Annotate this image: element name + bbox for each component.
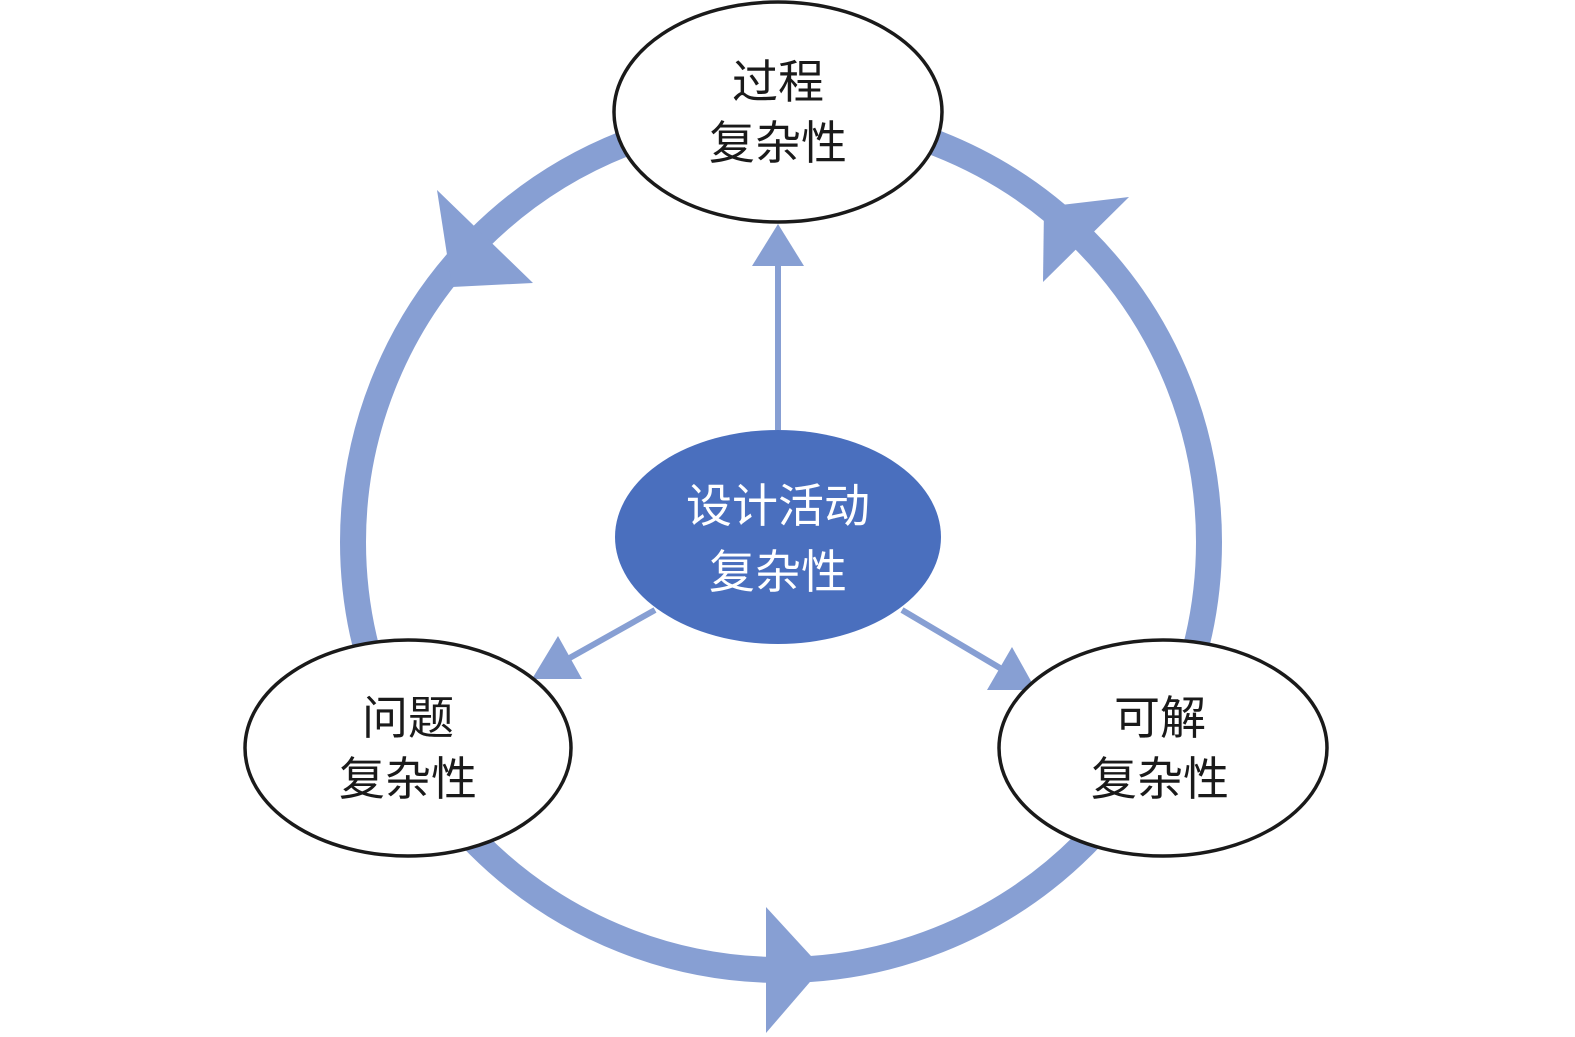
radial-arrow-to-solution-shaft <box>900 607 1002 671</box>
node-solution: 可解 复杂性 <box>997 638 1329 858</box>
cycle-arrowhead-process-to-problem <box>437 190 533 287</box>
node-design-activity-label-line2: 复杂性 <box>709 545 847 599</box>
node-process-label-line2: 复杂性 <box>709 116 847 170</box>
node-problem: 问题 复杂性 <box>243 638 573 858</box>
radial-arrowhead-to-problem <box>532 636 582 679</box>
node-process: 过程 复杂性 <box>612 0 944 224</box>
node-problem-label-line2: 复杂性 <box>339 752 477 806</box>
radial-arrowhead-to-process <box>752 224 804 266</box>
node-solution-ellipse <box>997 638 1329 858</box>
node-solution-label-line1: 可解 <box>1114 691 1206 745</box>
node-design-activity-label-line1: 设计活动 <box>686 479 870 533</box>
node-design-activity: 设计活动 复杂性 <box>615 430 941 644</box>
radial-arrowhead-to-solution <box>987 647 1036 690</box>
node-problem-ellipse <box>243 638 573 858</box>
node-process-ellipse <box>612 0 944 224</box>
node-problem-label-line1: 问题 <box>362 691 454 745</box>
node-process-label-line1: 过程 <box>732 55 824 109</box>
node-design-activity-ellipse <box>615 430 941 644</box>
node-solution-label-line2: 复杂性 <box>1091 752 1229 806</box>
radial-arrow-to-problem-shaft <box>564 607 657 663</box>
cycle-arrowhead-solution-to-process <box>1043 197 1129 282</box>
cycle-arrowhead-problem-to-solution <box>766 907 822 1033</box>
